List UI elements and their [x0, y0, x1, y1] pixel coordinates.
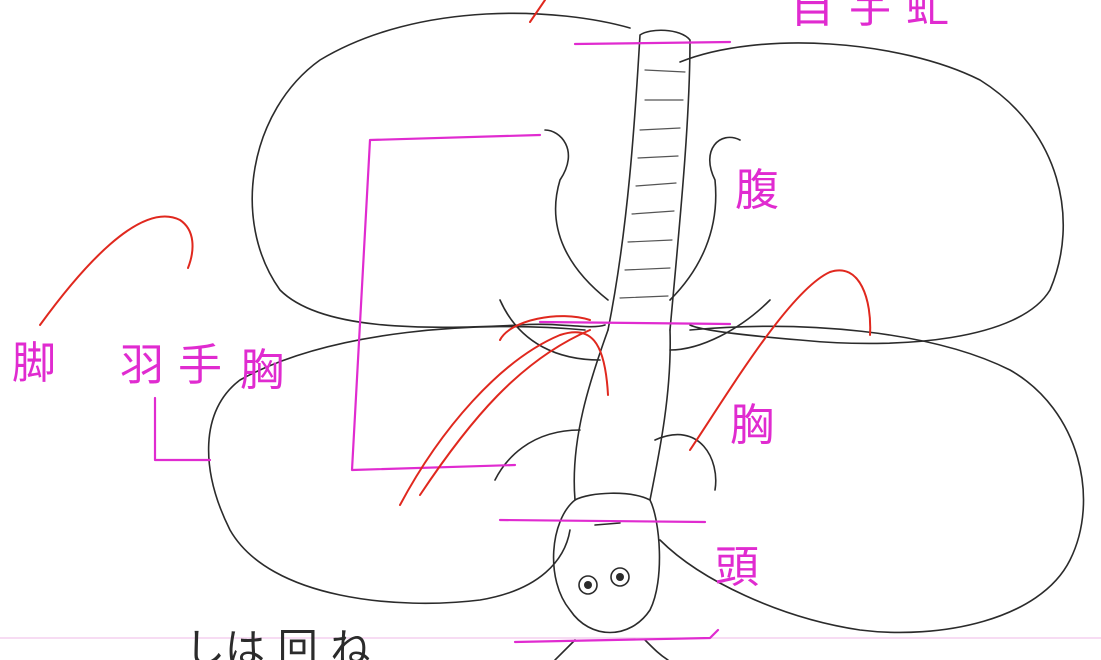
upper-left-wing [252, 13, 630, 327]
thorax-bracket [352, 135, 540, 470]
top-right-label: 自 宇 虻 [790, 0, 950, 33]
left-leg-label: 脚 [12, 338, 56, 389]
thorax-outline [574, 330, 670, 500]
abdomen-label: 腹 [735, 165, 779, 216]
thorax-label: 胸 [730, 400, 774, 451]
bottom-pencil-text: しは 回 ね [185, 626, 370, 660]
head-label: 頭 [715, 542, 759, 593]
legs [495, 130, 770, 490]
antennae [555, 640, 668, 660]
head-mark [595, 523, 620, 525]
left-thorax-label: 胸 [240, 345, 284, 396]
leg-bracket [155, 398, 210, 460]
abdomen-outline [608, 30, 690, 330]
left-feather-label: 羽 手 [120, 340, 222, 391]
compound-eyes [579, 568, 629, 594]
